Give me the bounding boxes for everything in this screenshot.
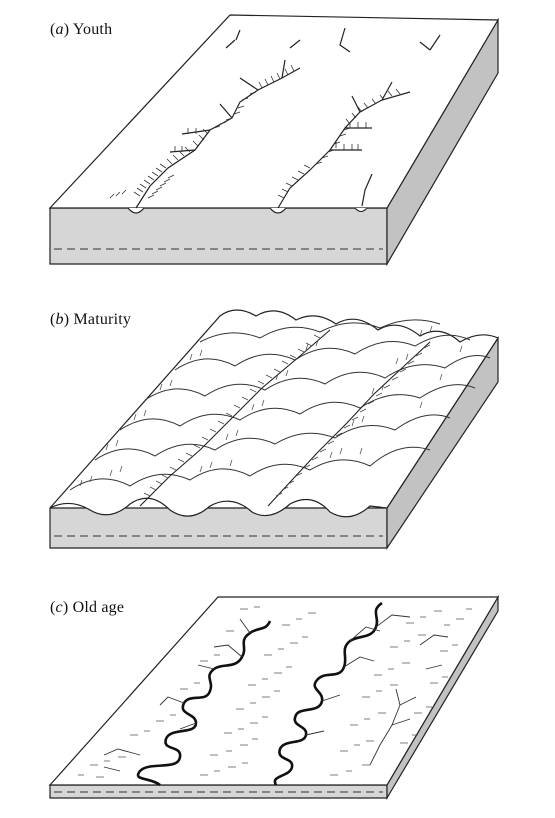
- old-age-tributaries: [103, 614, 449, 772]
- youth-valley-notch: [354, 207, 368, 213]
- panel-old-age-label: (c) Old age: [50, 599, 125, 616]
- old-age-block-diagram: [48, 594, 500, 801]
- youth-front-face: [49, 207, 388, 265]
- youth-valley-notch: [269, 207, 287, 214]
- panel-youth: (a) Youth: [0, 0, 555, 275]
- maturity-slope-hachures: [79, 325, 463, 497]
- maturity-block-diagram: [49, 309, 499, 550]
- panel-youth-label: (a) Youth: [50, 21, 113, 38]
- maturity-valleys: [139, 329, 431, 507]
- youth-slope-hachures: [109, 64, 401, 199]
- old-age-floodplain-texture: [78, 606, 472, 778]
- panel-maturity: (b) Maturity: [0, 290, 555, 560]
- panel-old-age: (c) Old age: [0, 585, 555, 818]
- maturity-ridges: [69, 319, 491, 491]
- panel-maturity-label: (b) Maturity: [50, 311, 132, 328]
- youth-valley-notch: [127, 207, 145, 214]
- maturity-top-surface: [49, 309, 499, 518]
- youth-block-diagram: [48, 14, 500, 267]
